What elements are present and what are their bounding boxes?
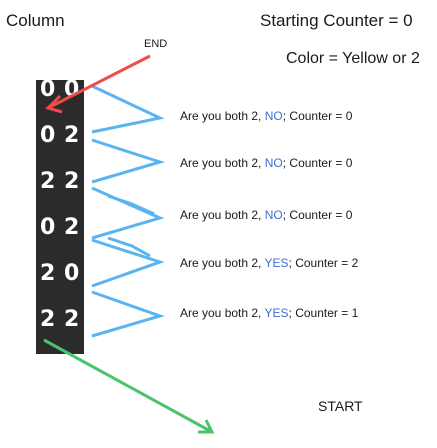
column-cell: 2 bbox=[40, 261, 55, 286]
arrow-inner-a bbox=[107, 194, 155, 216]
arrow-step-5 bbox=[91, 290, 165, 338]
step-text-1: Are you both 2, NO; Counter = 0 bbox=[180, 109, 353, 123]
step-text-2: Are you both 2, NO; Counter = 0 bbox=[180, 156, 353, 170]
column-cell: 2 bbox=[64, 123, 79, 148]
column-cell: 0 bbox=[40, 123, 55, 148]
arrow-step-4 bbox=[91, 238, 165, 288]
step-text-3: Are you both 2, NO; Counter = 0 bbox=[180, 208, 353, 222]
column-cell: 2 bbox=[64, 307, 79, 332]
starting-counter-label: Starting Counter = 0 bbox=[260, 11, 413, 30]
color-condition-label: Color = Yellow or 2 bbox=[286, 50, 420, 67]
end-label: END bbox=[144, 38, 168, 50]
column-cell: 0 bbox=[64, 261, 79, 286]
start-arrow bbox=[43, 338, 215, 434]
column-cell: 2 bbox=[40, 169, 55, 194]
column-cell: 0 bbox=[64, 77, 79, 102]
column-cell: 2 bbox=[64, 215, 79, 240]
column-cell: 0 bbox=[40, 77, 55, 102]
end-arrow bbox=[45, 54, 151, 114]
column-cell: 2 bbox=[40, 307, 55, 332]
arrow-inner-b bbox=[107, 236, 151, 258]
process-arrows bbox=[91, 84, 166, 338]
column-cell: 0 bbox=[40, 215, 55, 240]
arrow-step-1 bbox=[91, 84, 165, 134]
step-text-4: Are you both 2, YES; Counter = 2 bbox=[180, 256, 359, 270]
column-heading: Column bbox=[6, 11, 65, 30]
arrow-step-2 bbox=[91, 138, 166, 184]
start-label: START bbox=[318, 398, 363, 414]
column-background bbox=[36, 80, 84, 354]
column-cell: 2 bbox=[64, 169, 79, 194]
step-text-5: Are you both 2, YES; Counter = 1 bbox=[180, 306, 359, 320]
